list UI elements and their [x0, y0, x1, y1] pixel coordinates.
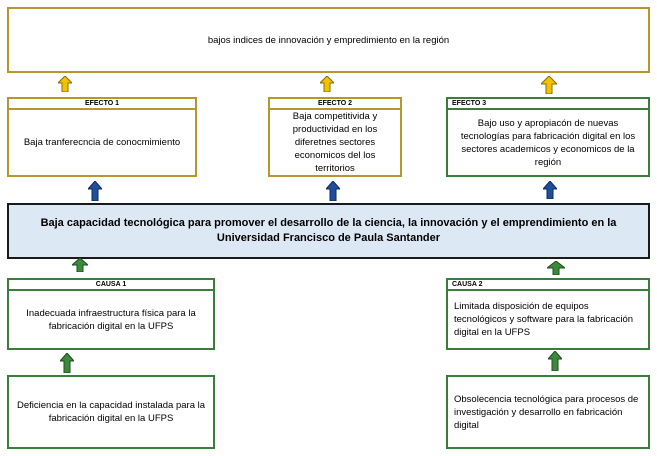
central-problem-box: Baja capacidad tecnológica para promover… [7, 203, 650, 259]
effect-3-text: Bajo uso y apropiacón de nuevas tecnolog… [460, 117, 636, 168]
effect-1-box: Baja tranferecncia de conocmimiento [7, 108, 197, 177]
up-arrow-icon [543, 181, 557, 199]
sub-cause-1-box: Deficiencia en la capacidad instalada pa… [7, 375, 215, 449]
cause-2-text: Limitada disposición de equipos tecnológ… [454, 301, 634, 338]
up-arrow-icon [72, 258, 88, 272]
cause-2-box: Limitada disposición de equipos tecnológ… [446, 289, 650, 350]
sub-cause-2-text: Obsolecencia tecnológica para procesos d… [454, 393, 639, 431]
cause-1-text: Inadecuada infraestructura física para l… [26, 307, 196, 332]
up-arrow-icon [547, 261, 565, 275]
sub-cause-2-box: Obsolecencia tecnológica para procesos d… [446, 375, 650, 449]
impact-text: bajos indices de innovación y empredimie… [207, 34, 450, 46]
sub-cause-1-text: Deficiencia en la capacidad instalada pa… [17, 400, 206, 424]
cause-1-box: Inadecuada infraestructura física para l… [7, 289, 215, 350]
up-arrow-icon [548, 351, 562, 371]
up-arrow-icon [320, 76, 334, 92]
effect-1-text: Baja tranferecncia de conocmimiento [23, 137, 181, 148]
impact-box: bajos indices de innovación y empredimie… [7, 7, 650, 73]
effect-2-box: Baja competitivida y productividad en lo… [268, 108, 402, 177]
up-arrow-icon [541, 76, 557, 94]
up-arrow-icon [58, 76, 72, 92]
effect-3-box: Bajo uso y apropiacón de nuevas tecnolog… [446, 108, 650, 177]
up-arrow-icon [88, 181, 102, 201]
up-arrow-icon [60, 353, 74, 373]
effect-2-text: Baja competitivida y productividad en lo… [292, 111, 378, 174]
central-problem-text: Baja capacidad tecnológica para promover… [40, 217, 617, 244]
up-arrow-icon [326, 181, 340, 201]
